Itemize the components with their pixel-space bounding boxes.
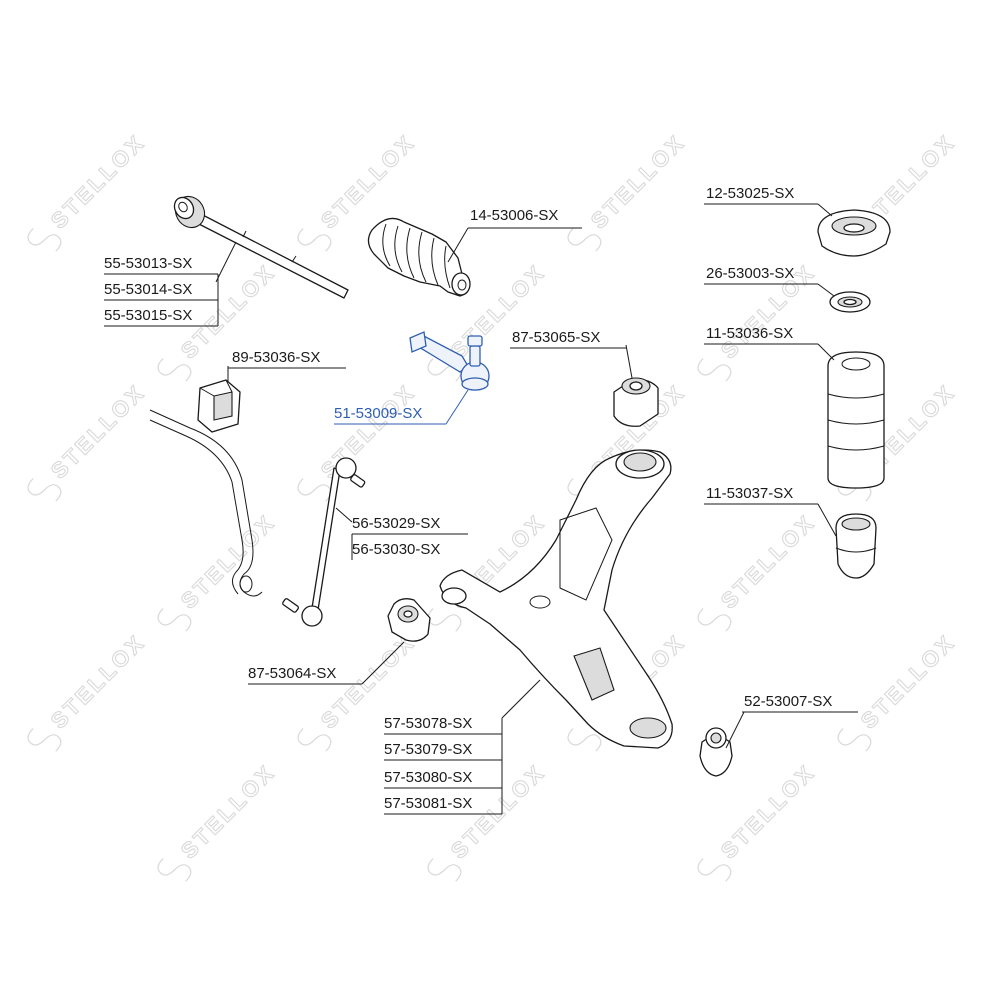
- watermark-logo-icon: [697, 608, 732, 632]
- watermark-text: STELLOX: [46, 629, 150, 733]
- watermark-text: STELLOX: [316, 379, 420, 483]
- watermark-text: STELLOX: [46, 379, 150, 483]
- strut-bearing[interactable]: [829, 291, 871, 313]
- label-control-arm-2[interactable]: 57-53079-SX: [384, 741, 472, 758]
- label-dust-boot[interactable]: 11-53036-SX: [706, 325, 793, 342]
- label-bearing[interactable]: 26-53003-SX: [706, 265, 794, 282]
- part-labels: 55-53013-SX 55-53014-SX 55-53015-SX 14-5…: [104, 185, 858, 815]
- watermark-logo-icon: [567, 228, 602, 252]
- watermark-logo-icon: [297, 728, 332, 752]
- watermark-logo-icon: [27, 228, 62, 252]
- label-stab-link-2[interactable]: 56-53030-SX: [352, 541, 440, 558]
- watermark-logo-icon: [297, 228, 332, 252]
- label-ball-joint[interactable]: 52-53007-SX: [744, 693, 832, 710]
- label-boot[interactable]: 14-53006-SX: [470, 207, 558, 224]
- label-tie-rod-end[interactable]: 51-53009-SX: [334, 405, 422, 422]
- label-tie-rod-2[interactable]: 55-53014-SX: [104, 281, 192, 298]
- watermark-logo-icon: [157, 358, 192, 382]
- watermark-logo-icon: [157, 858, 192, 882]
- watermark-logo-icon: [567, 728, 602, 752]
- steering-rack-boot[interactable]: [367, 217, 471, 297]
- stabilizer-bushing[interactable]: [197, 379, 241, 433]
- watermark-logo-icon: [27, 728, 62, 752]
- label-control-arm-1[interactable]: 57-53078-SX: [384, 715, 472, 732]
- label-control-arm-4[interactable]: 57-53081-SX: [384, 795, 472, 812]
- stabilizer-bar: [149, 409, 263, 597]
- watermark-logo-icon: [697, 858, 732, 882]
- arm-bushing-front[interactable]: [387, 598, 431, 642]
- label-bump-stop[interactable]: 11-53037-SX: [706, 485, 793, 502]
- bump-stop[interactable]: [835, 513, 877, 579]
- watermark-text: STELLOX: [856, 629, 960, 733]
- ball-joint[interactable]: [699, 727, 733, 777]
- watermark-logo-icon: [837, 478, 872, 502]
- watermark-text: STELLOX: [46, 129, 150, 233]
- tie-rod-end[interactable]: [409, 331, 490, 391]
- dust-boot[interactable]: [827, 351, 885, 489]
- watermark-text: STELLOX: [316, 129, 420, 233]
- label-stab-link-1[interactable]: 56-53029-SX: [352, 515, 440, 532]
- stabilizer-link[interactable]: [282, 457, 366, 627]
- strut-mount[interactable]: [817, 209, 891, 257]
- watermark-text: STELLOX: [176, 509, 280, 613]
- label-arm-bushing-rear[interactable]: 87-53065-SX: [512, 329, 600, 346]
- label-strut-mount[interactable]: 12-53025-SX: [706, 185, 794, 202]
- arm-bushing-rear[interactable]: [613, 377, 659, 427]
- watermark-logo-icon: [427, 858, 462, 882]
- label-stab-bushing[interactable]: 89-53036-SX: [232, 349, 320, 366]
- watermark-text: STELLOX: [586, 129, 690, 233]
- watermark-text: STELLOX: [176, 759, 280, 863]
- watermark-text: STELLOX: [716, 759, 820, 863]
- label-control-arm-3[interactable]: 57-53080-SX: [384, 769, 472, 786]
- lower-control-arm[interactable]: [439, 449, 673, 749]
- watermark-logo-icon: [157, 608, 192, 632]
- label-arm-bushing-front[interactable]: 87-53064-SX: [248, 665, 336, 682]
- watermark-logo-icon: [27, 478, 62, 502]
- watermark-text: STELLOX: [716, 509, 820, 613]
- watermark-logo-icon: [837, 728, 872, 752]
- inner-tie-rod[interactable]: [170, 191, 349, 299]
- label-tie-rod-3[interactable]: 55-53015-SX: [104, 307, 192, 324]
- watermark-logo-icon: [697, 358, 732, 382]
- label-tie-rod-1[interactable]: 55-53013-SX: [104, 255, 192, 272]
